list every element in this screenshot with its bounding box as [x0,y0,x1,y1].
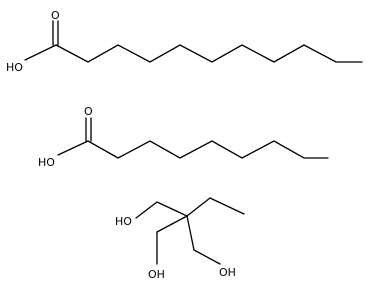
bond-ch2-right-hydroxyl [193,249,221,265]
octanoic-oxygen-label: O [84,105,93,118]
decanoic-oxygen-label: O [51,9,60,22]
bond-quaternary-ch2-right [186,215,195,251]
bond-c1-hydroxyl [57,140,89,156]
octanoic-hydroxyl-label: HO [38,156,55,169]
bond-quaternary-ch2-left [156,215,188,233]
decanoic-acid-structure: O HO [6,9,363,74]
bond-hydroxyl-ch2-top [135,201,158,219]
octanoic-carbon-chain [87,140,329,159]
bond-ch2-top-quaternary [156,201,188,217]
bond-c1-hydroxyl [24,44,57,61]
trimethylol-hydroxyl-left-label: OH [148,268,165,281]
decanoic-carbon-chain [55,44,363,63]
decanoic-hydroxyl-label: HO [6,61,23,74]
trimethylolpropane-structure: HO OH OH [115,197,245,281]
trimethylol-hydroxyl-top-label: HO [115,215,132,228]
octanoic-acid-structure: O HO [38,105,329,169]
bond-ethyl-terminal [209,197,245,215]
bond-quaternary-ethyl [186,197,211,217]
trimethylol-hydroxyl-right-label: OH [219,266,236,279]
